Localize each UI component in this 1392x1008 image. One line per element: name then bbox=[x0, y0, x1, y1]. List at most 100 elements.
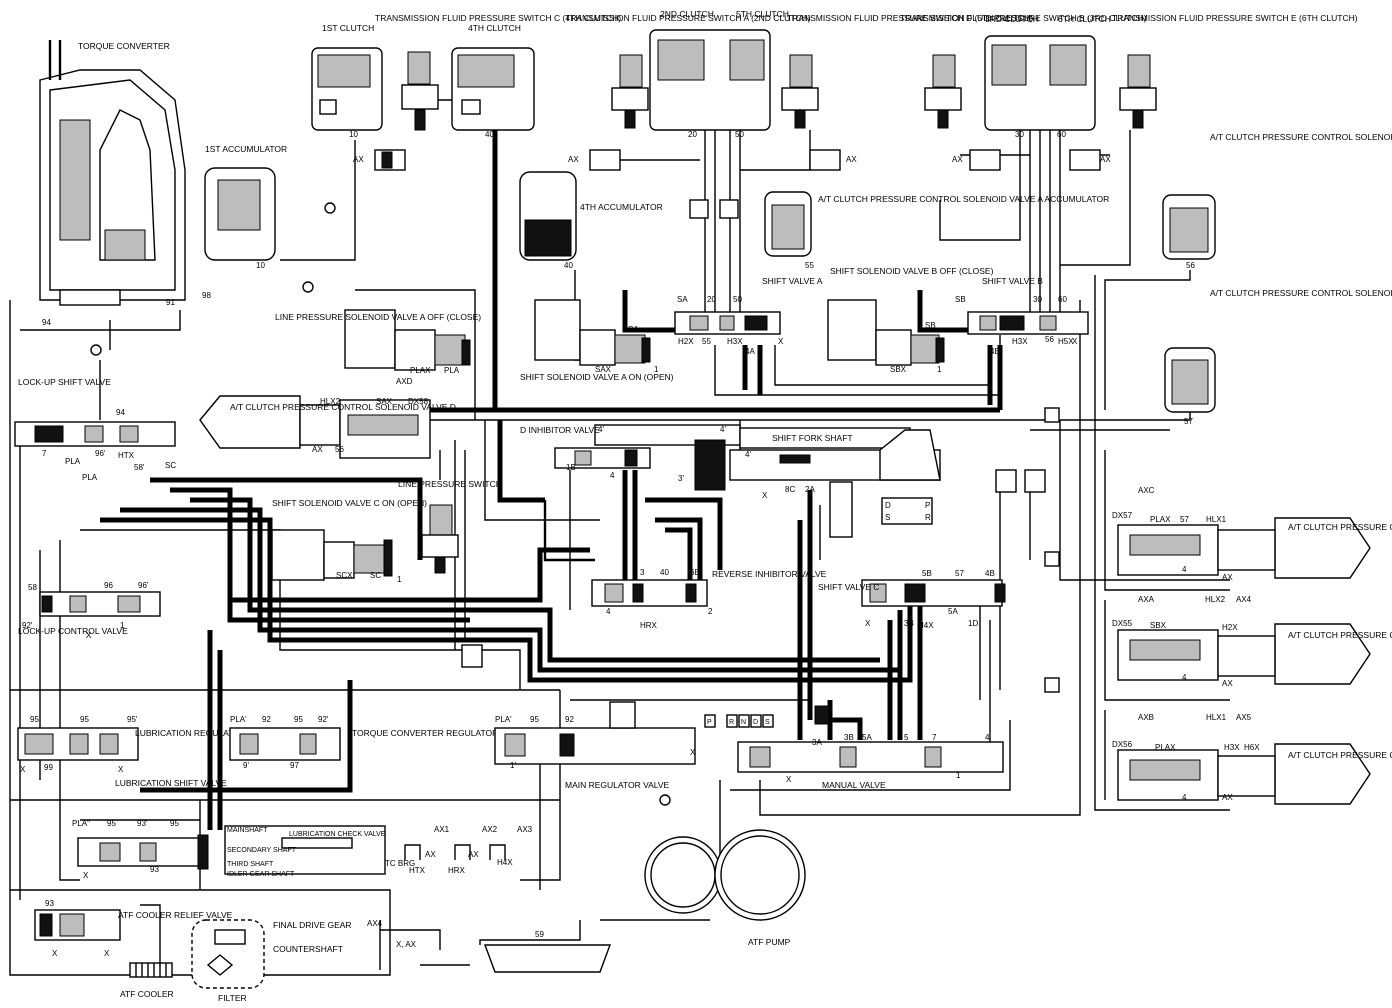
svg-text:1: 1 bbox=[937, 365, 942, 374]
atf-cooler: ATF COOLER bbox=[120, 962, 174, 999]
svg-text:SC: SC bbox=[165, 461, 176, 470]
svg-text:20: 20 bbox=[707, 295, 716, 304]
solenoid-valve-a-label: A/T CLUTCH PRESSURE CONTROL SOLENOID VAL… bbox=[1288, 630, 1392, 640]
accumulator-solenoid-c: A/T CLUTCH PRESSURE CONTROL SOLENOID VAL… bbox=[1164, 288, 1392, 426]
svg-text:5B: 5B bbox=[922, 569, 932, 578]
pressure-switch-b: TRANSMISSION FLUID PRESSURE SWITCH B (3R… bbox=[900, 13, 1147, 129]
accumulator-solenoid-a-label: A/T CLUTCH PRESSURE CONTROL SOLENOID VAL… bbox=[818, 194, 1109, 204]
misc-port-labels: AX AX AX AX AX 94 91 98 7 58' PLA 92' X … bbox=[20, 155, 1233, 958]
svg-text:P: P bbox=[707, 719, 712, 726]
ax-exhaust-group: AX1 AX2 AX3 AX AX HTX HRX H4X bbox=[404, 825, 533, 875]
svg-text:THIRD SHAFT: THIRD SHAFT bbox=[227, 861, 274, 868]
svg-text:20: 20 bbox=[688, 130, 697, 139]
svg-text:95: 95 bbox=[80, 715, 89, 724]
svg-text:91: 91 bbox=[166, 298, 175, 307]
filter: FILTER bbox=[191, 919, 265, 1003]
svg-text:10: 10 bbox=[349, 130, 358, 139]
svg-text:30: 30 bbox=[1015, 130, 1024, 139]
accumulator-solenoid-c-label: A/T CLUTCH PRESSURE CONTROL SOLENOID VAL… bbox=[1210, 288, 1392, 298]
svg-text:92': 92' bbox=[22, 621, 33, 630]
svg-text:COUNTERSHAFT: COUNTERSHAFT bbox=[273, 944, 343, 954]
line-pressure-switch: LINE PRESSURE SWITCH bbox=[398, 479, 502, 574]
shift-valve-b-label: SHIFT VALVE B bbox=[982, 276, 1043, 286]
svg-text:40: 40 bbox=[485, 130, 494, 139]
svg-text:5: 5 bbox=[904, 733, 909, 742]
atf-pump: ATF PUMP bbox=[644, 829, 806, 947]
shift-position-indicator: P R N D S bbox=[704, 714, 774, 728]
svg-text:50: 50 bbox=[733, 295, 742, 304]
svg-text:AX: AX bbox=[846, 155, 857, 164]
svg-text:40: 40 bbox=[564, 261, 573, 270]
reverse-inhibitor-valve: REVERSE INHIBITOR VALVE 3 40 6B HRX bbox=[591, 568, 827, 630]
solenoid-valve-d: A/T CLUTCH PRESSURE CONTROL SOLENOID VAL… bbox=[199, 377, 456, 459]
svg-text:AX: AX bbox=[1222, 679, 1233, 688]
svg-text:SAX: SAX bbox=[376, 397, 393, 406]
svg-text:95: 95 bbox=[30, 715, 39, 724]
clutch-2nd-label: 2ND CLUTCH bbox=[660, 9, 714, 19]
svg-text:S: S bbox=[885, 513, 890, 522]
accumulator-1st-label: 1ST ACCUMULATOR bbox=[205, 144, 287, 154]
svg-text:99: 99 bbox=[44, 763, 53, 772]
svg-text:4: 4 bbox=[606, 607, 611, 616]
svg-text:R: R bbox=[925, 513, 931, 522]
svg-text:97: 97 bbox=[290, 761, 299, 770]
filter-label: FILTER bbox=[218, 993, 247, 1003]
sump: 59 bbox=[420, 930, 612, 973]
svg-text:50: 50 bbox=[735, 130, 744, 139]
pressure-switch-a: TRANSMISSION FLUID PRESSURE SWITCH A (2N… bbox=[565, 13, 811, 129]
svg-text:92: 92 bbox=[262, 715, 271, 724]
lube-check-group: LUBRICATION CHECK VALVE MAINSHAFT SECOND… bbox=[224, 825, 415, 878]
svg-text:AXA: AXA bbox=[1138, 595, 1155, 604]
clutch-2nd-5th: 2ND CLUTCH 5TH CLUTCH 20 50 bbox=[649, 9, 789, 139]
svg-text:3B: 3B bbox=[904, 619, 914, 628]
pressure-switch-e-label: TRANSMISSION FLUID PRESSURE SWITCH E (6T… bbox=[1112, 13, 1358, 23]
svg-text:60: 60 bbox=[1057, 130, 1066, 139]
svg-text:MAINSHAFT: MAINSHAFT bbox=[227, 827, 268, 834]
clutch-5th-label: 5TH CLUTCH bbox=[736, 9, 789, 19]
svg-text:H6X: H6X bbox=[1244, 743, 1260, 752]
svg-text:4: 4 bbox=[1182, 673, 1187, 682]
atf-pump-label: ATF PUMP bbox=[748, 937, 791, 947]
atf-cooler-relief-label: ATF COOLER RELIEF VALVE bbox=[118, 910, 233, 920]
clutch-3rd-6th: 3RD CLUTCH 6TH CLUTCH 30 60 bbox=[984, 14, 1111, 139]
svg-text:P: P bbox=[925, 501, 930, 510]
svg-text:DX56: DX56 bbox=[1112, 740, 1133, 749]
svg-text:H3X: H3X bbox=[1012, 337, 1028, 346]
svg-text:2: 2 bbox=[708, 607, 713, 616]
svg-text:AX4: AX4 bbox=[1236, 595, 1252, 604]
svg-text:H5X: H5X bbox=[1058, 337, 1074, 346]
lubrication-valve-label: LUBRICATION REGULATOR VALVE bbox=[135, 728, 275, 738]
svg-text:3: 3 bbox=[640, 568, 645, 577]
shift-valve-c-label: SHIFT VALVE C bbox=[818, 582, 879, 592]
svg-text:H4X: H4X bbox=[497, 858, 513, 867]
svg-text:95': 95' bbox=[127, 715, 138, 724]
torque-converter-label: TORQUE CONVERTER bbox=[78, 41, 170, 51]
svg-text:H4X: H4X bbox=[918, 621, 934, 630]
svg-text:HTX: HTX bbox=[409, 866, 426, 875]
reverse-inhibitor-valve-label: REVERSE INHIBITOR VALVE bbox=[712, 569, 827, 579]
svg-text:57: 57 bbox=[1180, 515, 1189, 524]
svg-text:PLAX: PLAX bbox=[410, 366, 431, 375]
lockup-control-valve: LOCK-UP CONTROL VALVE 58 96 96' bbox=[18, 581, 161, 636]
lockup-control-valve-label: LOCK-UP CONTROL VALVE bbox=[18, 626, 128, 636]
main-regulator-valve: MAIN REGULATOR VALVE PLA' 95 92 1' bbox=[494, 701, 696, 790]
svg-text:X: X bbox=[778, 337, 784, 346]
svg-text:4: 4 bbox=[1182, 565, 1187, 574]
svg-text:55: 55 bbox=[805, 261, 814, 270]
svg-text:60: 60 bbox=[1058, 295, 1067, 304]
svg-text:93': 93' bbox=[137, 819, 148, 828]
svg-text:H3X: H3X bbox=[1224, 743, 1240, 752]
line-pressure-solenoid: LINE PRESSURE SOLENOID VALVE A OFF (CLOS… bbox=[275, 309, 481, 375]
svg-text:AX: AX bbox=[468, 850, 479, 859]
svg-text:94: 94 bbox=[116, 408, 125, 417]
svg-text:5A: 5A bbox=[862, 733, 872, 742]
tc-regulator-valve: TORQUE CONVERTER REGULATOR VALVE PLA' 92… bbox=[229, 715, 527, 770]
svg-text:AX: AX bbox=[1222, 573, 1233, 582]
svg-text:93: 93 bbox=[45, 899, 54, 908]
line-pressure-switch-label: LINE PRESSURE SWITCH bbox=[398, 479, 502, 489]
main-regulator-valve-label: MAIN REGULATOR VALVE bbox=[565, 780, 670, 790]
svg-text:PLA': PLA' bbox=[495, 715, 512, 724]
svg-text:2A: 2A bbox=[805, 485, 815, 494]
svg-text:96': 96' bbox=[95, 449, 106, 458]
